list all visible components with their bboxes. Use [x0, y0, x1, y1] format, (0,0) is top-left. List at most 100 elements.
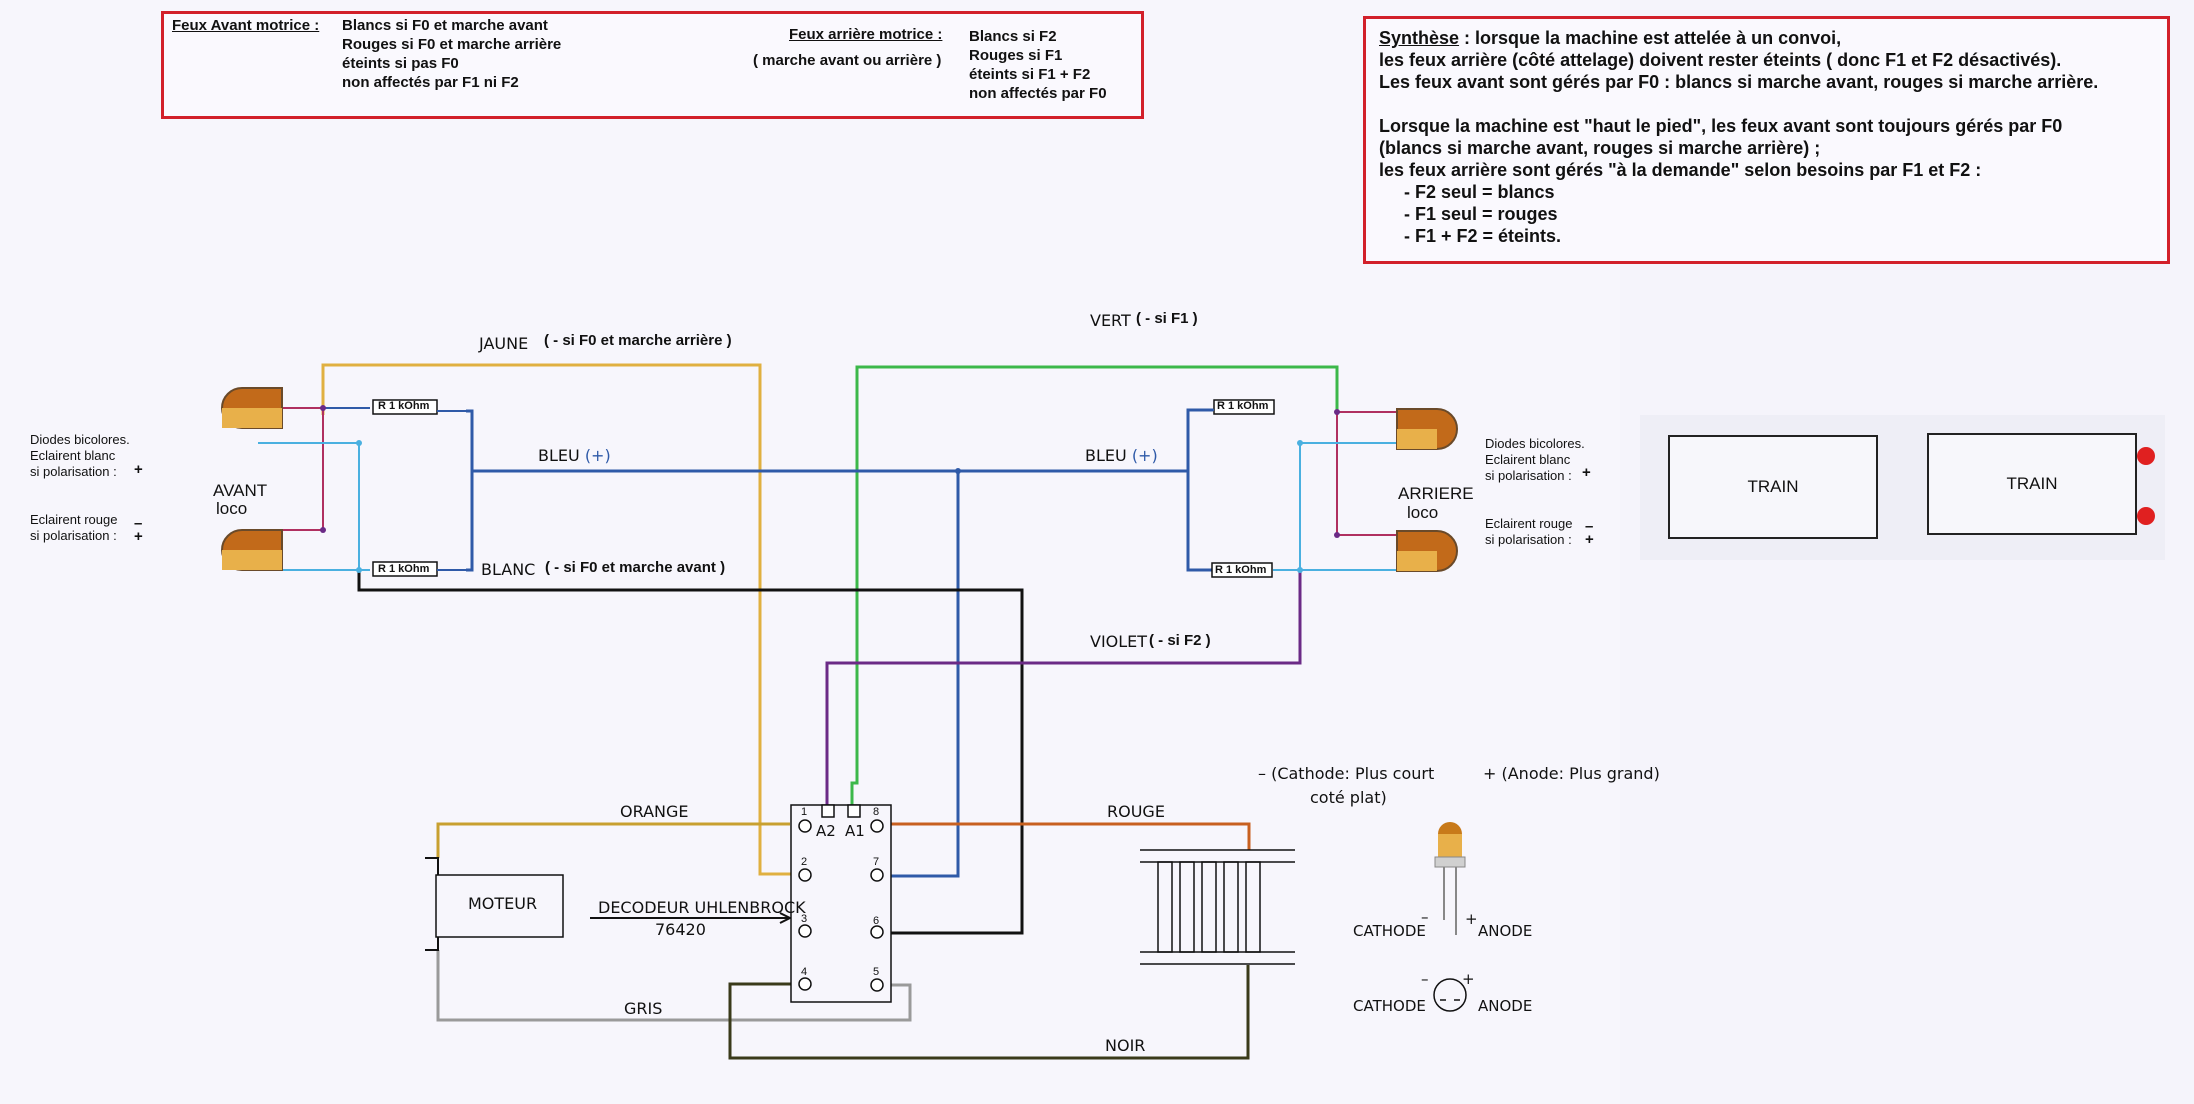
motor-label: MOTEUR [468, 894, 538, 913]
rear-lights-line-1: Blancs si F2 [969, 28, 1057, 45]
resistor-front-top [372, 399, 438, 415]
left-red-pol: si polarisation : [30, 528, 117, 543]
wire-label-gris: GRIS [624, 999, 663, 1018]
front-lights-title: Feux Avant motrice : [172, 17, 320, 34]
wire-label-noir: NOIR [1105, 1036, 1146, 1055]
decoder-a2-label: A2 [816, 822, 836, 840]
junction-dot [320, 527, 326, 533]
led-anode-label-1: ANODE [1478, 922, 1533, 940]
led-minus-2: – [1421, 970, 1429, 988]
wire-bleu-right-branch [1186, 408, 1213, 572]
right-red-pol: si polarisation : [1485, 532, 1572, 547]
synthese-line-7: - F2 seul = blancs [1404, 182, 1555, 202]
train-red-light-top [2137, 447, 2155, 465]
front-lights-line-2: Rouges si F0 et marche arrière [342, 36, 562, 53]
pin-label-4: 4 [801, 966, 808, 978]
synthese-title: Synthèse [1379, 28, 1460, 48]
decoder-pin-1 [798, 819, 812, 833]
left-white-label: Eclairent blanc [30, 448, 116, 463]
train-car-1-label: TRAIN [1747, 477, 1799, 496]
wire-note-jaune: ( - si F0 et marche arrière ) [544, 332, 732, 349]
decoder-a1-label: A1 [845, 822, 865, 840]
wire-note-violet: ( - si F2 ) [1149, 632, 1211, 649]
motor-terminal-bottom [425, 937, 439, 951]
left-red-label: Eclairent rouge [30, 512, 118, 527]
pin-label-2: 2 [801, 856, 808, 868]
synthese-box [1363, 16, 2170, 264]
decoder-pin-2 [798, 868, 812, 882]
bleu-left-text: BLEU [538, 446, 580, 465]
heating-element [1140, 849, 1295, 965]
right-red-minus: – [1585, 518, 1594, 535]
pin-label-7: 7 [873, 856, 880, 868]
led-anode-label-2: ANODE [1478, 997, 1533, 1015]
motor-terminal-top [425, 857, 439, 875]
led-anode-note: + (Anode: Plus grand) [1483, 764, 1660, 783]
left-red-minus: – [134, 515, 143, 532]
wire-vert [850, 365, 1339, 810]
bleu-left-plus: (+) [584, 446, 611, 465]
led-cathode-label-1: CATHODE [1353, 922, 1426, 940]
right-diodes-label: Diodes bicolores. [1485, 436, 1585, 451]
junction-dot [1334, 532, 1340, 538]
pin-label-3: 3 [801, 913, 808, 925]
pin-label-6: 6 [873, 915, 880, 927]
bleu-right-plus: (+) [1131, 446, 1158, 465]
junction-dot [1334, 409, 1340, 415]
decoder-pin-3 [798, 924, 812, 938]
synthese-line-3: Les feux avant sont gérés par F0 : blanc… [1379, 72, 2099, 92]
rear-lights-line-3: éteints si F1 + F2 [969, 66, 1091, 83]
wire-jaune [321, 363, 800, 876]
left-diodes-label: Diodes bicolores. [30, 432, 130, 447]
train-car-2-label: TRAIN [2006, 474, 2058, 493]
wire-label-bleu-left: BLEU (+) [538, 446, 611, 465]
decoder-pin-7 [870, 868, 884, 882]
right-red-label: Eclairent rouge [1485, 516, 1573, 531]
decoder-input-arrowhead [779, 912, 793, 924]
rear-lights-line-4: non affectés par F0 [969, 85, 1107, 102]
rear-lights-line-2: Rouges si F1 [969, 47, 1063, 64]
synthese-line-1: Synthèse : lorsque la machine est attelé… [1379, 28, 1841, 49]
led-plus-1: + [1465, 910, 1478, 928]
synthese-line-5: (blancs si marche avant, rouges si march… [1379, 138, 1821, 158]
synthese-line-4: Lorsque la machine est "haut le pied", l… [1379, 116, 2063, 136]
wire-label-blanc: BLANC [481, 560, 536, 579]
pin-label-1: 1 [801, 806, 808, 818]
synthese-line-6: les feux arrière sont gérés "à la demand… [1379, 160, 1982, 180]
front-lights-line-4: non affectés par F1 ni F2 [342, 74, 519, 91]
motor-box [435, 874, 564, 938]
right-white-pol: si polarisation : [1485, 468, 1572, 483]
decoder-pin-4 [798, 977, 812, 991]
synthese-line-1-text: : lorsque la machine est attelée à un co… [1459, 28, 1842, 48]
rear-lights-subtitle: ( marche avant ou arrière ) [753, 52, 942, 69]
pin-label-5: 5 [873, 966, 880, 978]
led-minus-1: – [1421, 908, 1429, 926]
synthese-line-8: - F1 seul = rouges [1404, 204, 1558, 224]
wire-note-blanc: ( - si F0 et marche avant ) [545, 559, 726, 576]
wire-gris [436, 950, 912, 1022]
rear-lights-title: Feux arrière motrice : [789, 26, 943, 43]
train-car-1: TRAIN [1668, 435, 1878, 539]
junction-dot [1297, 567, 1303, 573]
wire-rear-lightblue [1299, 442, 1397, 570]
junction-dot [356, 440, 362, 446]
resistor-rear-top [1213, 399, 1275, 415]
wire-rear-diode-link [1336, 411, 1397, 536]
junction-dot [955, 468, 961, 474]
decoder-pin-6 [870, 925, 884, 939]
front-diode-bottom [220, 529, 283, 571]
wire-blanc [357, 570, 1024, 935]
rear-loco-sublabel: loco [1407, 503, 1439, 522]
wire-note-vert: ( - si F1 ) [1136, 310, 1198, 327]
decoder-ref: 76420 [655, 920, 706, 939]
pin-label-8: 8 [873, 806, 880, 818]
synthese-line-2: les feux arrière (côté attelage) doivent… [1379, 50, 2062, 70]
junction-dot [356, 567, 362, 573]
wire-label-orange: ORANGE [620, 802, 689, 821]
wire-violet [825, 570, 1302, 810]
left-red-plus: + [134, 528, 143, 545]
wire-label-bleu-right: BLEU (+) [1085, 446, 1158, 465]
led-symbol [1434, 822, 1466, 935]
front-loco-sublabel: loco [216, 499, 248, 518]
